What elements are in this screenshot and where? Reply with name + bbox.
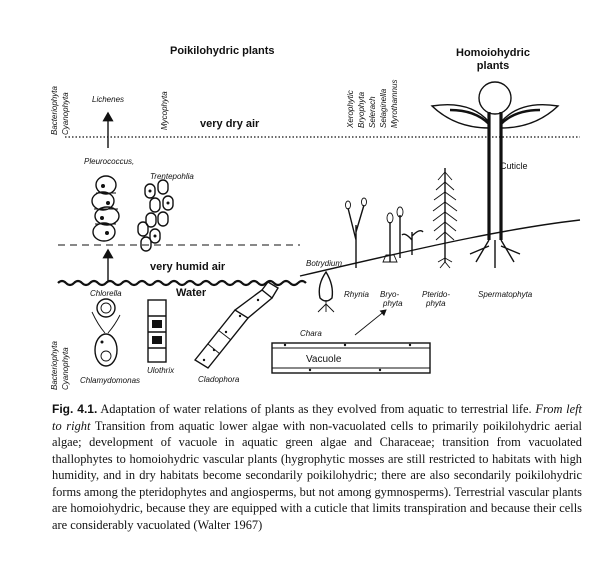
pleurococcus-drawing bbox=[91, 175, 120, 242]
label-pleurococcus: Pleurococcus, bbox=[84, 157, 134, 166]
label-myrothamnus: Myrothamnus bbox=[390, 80, 399, 128]
label-bryophyta-1: Bryo- bbox=[380, 290, 399, 299]
label-cyanophyta-bottom: Cyanophyta bbox=[61, 347, 70, 390]
selaginella-drawing bbox=[401, 229, 424, 255]
chlamydomonas-drawing bbox=[91, 311, 121, 367]
very-dry-air-label: very dry air bbox=[200, 118, 260, 130]
label-mycophyta: Mycophyta bbox=[160, 91, 169, 130]
trentepohlia-drawing bbox=[137, 179, 174, 252]
caption-text-2: Transition from aquatic lower algae with… bbox=[52, 418, 582, 532]
label-selerach: Selerach bbox=[368, 96, 377, 128]
very-humid-air-label: very humid air bbox=[150, 261, 226, 273]
botrydium-drawing bbox=[317, 270, 335, 313]
label-pteridophyta-2: phyta bbox=[425, 299, 446, 308]
poikilohydric-heading: Poikilohydric plants bbox=[170, 45, 275, 57]
label-xerophytic: Xerophytic bbox=[346, 90, 355, 129]
chlorella-drawing bbox=[96, 298, 116, 318]
label-bryophyta-2: phyta bbox=[382, 299, 403, 308]
label-chlorella: Chlorella bbox=[90, 289, 122, 298]
homoiohydric-heading-line1: Homoiohydric bbox=[456, 47, 530, 59]
label-pteridophyta-1: Pterido- bbox=[422, 290, 450, 299]
caption-label: Fig. 4.1. bbox=[52, 402, 98, 416]
bryophyta-drawing bbox=[382, 206, 404, 263]
water-surface-line bbox=[57, 279, 307, 287]
ground-slope bbox=[299, 219, 581, 277]
figure-caption: Fig. 4.1. Adaptation of water relations … bbox=[52, 401, 582, 533]
homoiohydric-heading-line2: plants bbox=[477, 60, 509, 72]
chara-cell-drawing bbox=[271, 342, 431, 374]
chara-arrow bbox=[354, 309, 387, 336]
label-chlamydomonas: Chlamydomonas bbox=[80, 376, 140, 385]
cladophora-drawing bbox=[193, 281, 279, 369]
label-bacteriophyta-bottom: Bacteriophyta bbox=[50, 341, 59, 390]
caption-text-1: Adaptation of water relations of plants … bbox=[97, 402, 536, 416]
rhynia-drawing bbox=[345, 197, 367, 268]
cuticle-label: Cuticle bbox=[500, 161, 528, 171]
label-cyanophyta-top: Cyanophyta bbox=[61, 92, 70, 135]
label-trentepohlia: Trentepohlia bbox=[150, 172, 194, 181]
pteridophyta-drawing bbox=[432, 168, 458, 269]
spermatophyta-drawing bbox=[430, 81, 560, 268]
label-bacteriophyta-top: Bacteriophyta bbox=[50, 86, 59, 135]
caption-from-left: From left to right bbox=[52, 402, 582, 433]
water-label: Water bbox=[176, 287, 207, 299]
vacuole-label: Vacuole bbox=[306, 354, 342, 365]
evolution-figure: Poikilohydric plants Homoiohydric plants… bbox=[50, 45, 581, 390]
label-cladophora: Cladophora bbox=[198, 375, 240, 384]
label-selaginella: Selaginella bbox=[379, 88, 388, 128]
label-spermatophyta: Spermatophyta bbox=[478, 290, 533, 299]
label-rhynia: Rhynia bbox=[344, 290, 369, 299]
label-chara: Chara bbox=[300, 329, 322, 338]
label-botrydium: Botrydium bbox=[306, 259, 342, 268]
label-bryophyta-vertical: Bryophyta bbox=[357, 91, 366, 128]
label-lichenes: Lichenes bbox=[92, 95, 124, 104]
label-ulothrix: Ulothrix bbox=[147, 366, 175, 375]
ulothrix-drawing bbox=[147, 299, 167, 363]
